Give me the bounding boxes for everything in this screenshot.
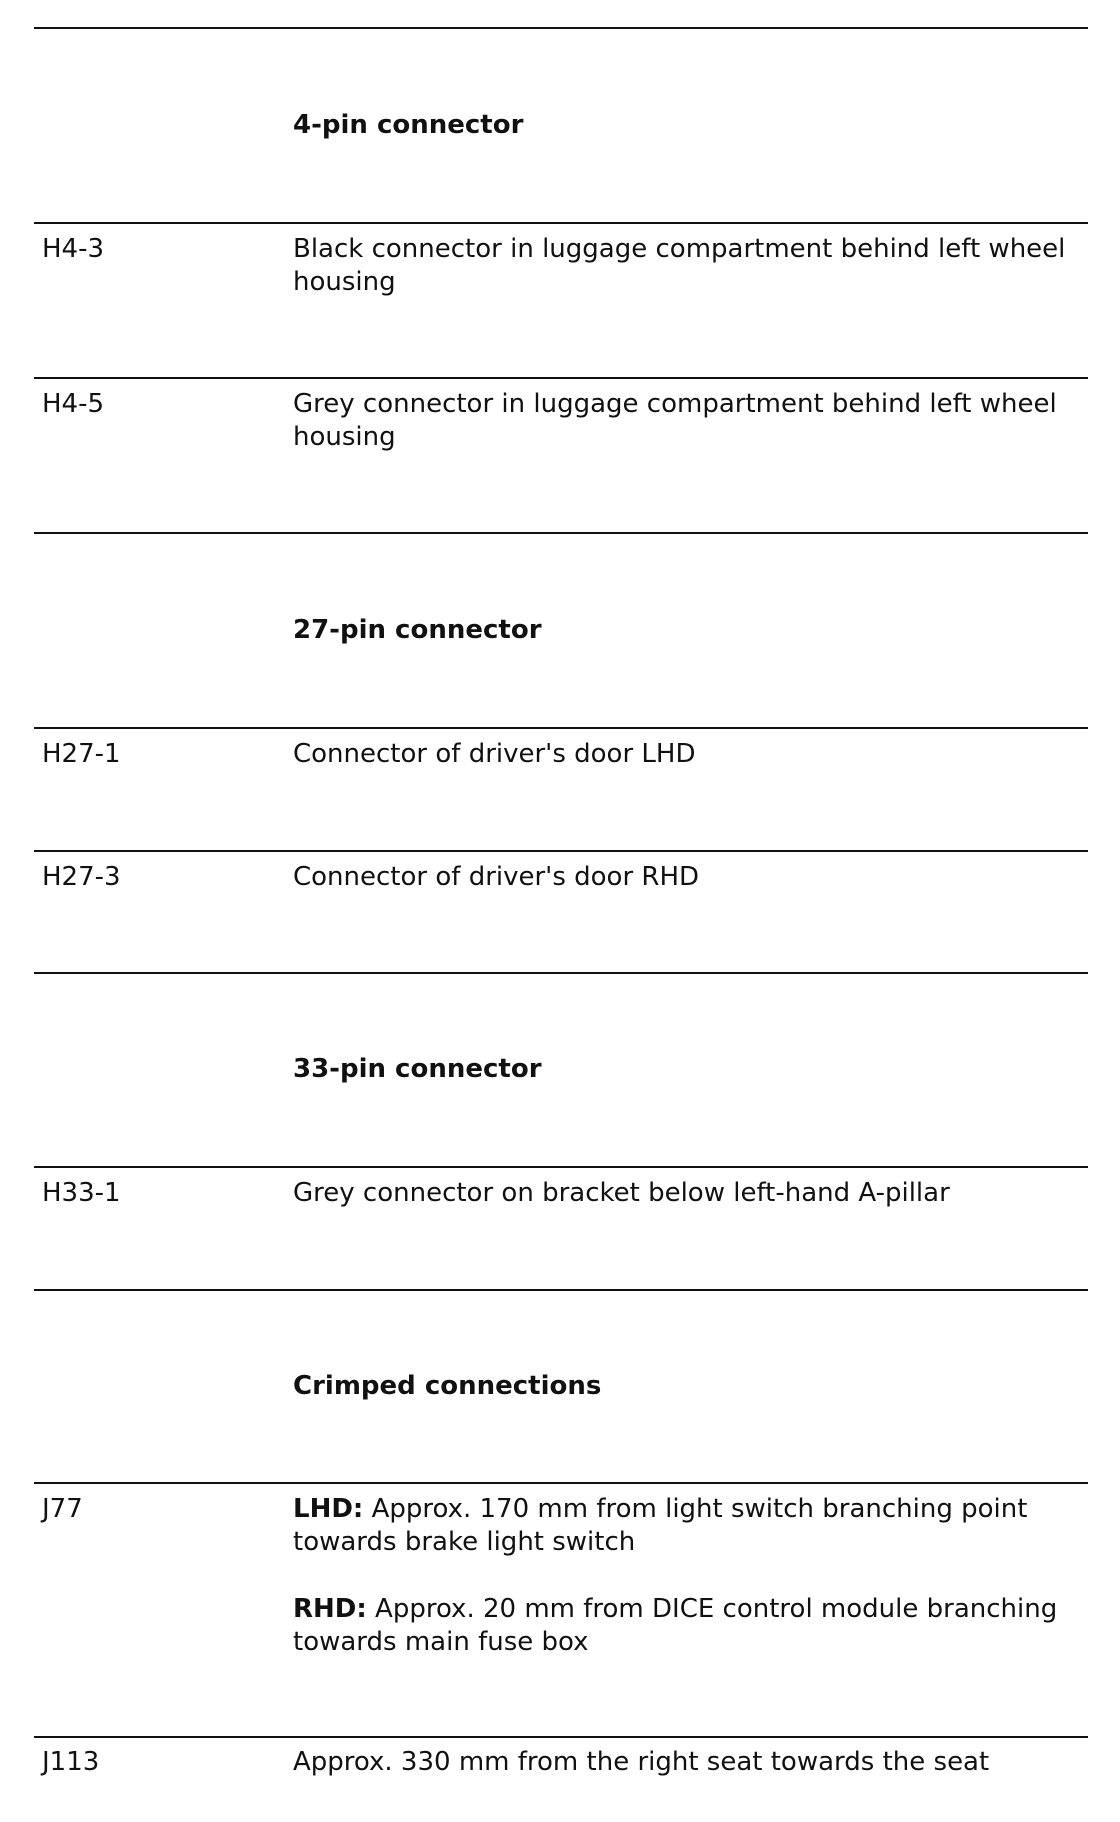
connector-location: Black connector in luggage compartment b… (293, 234, 1066, 297)
connector-location: Connector of driver's door RHD (293, 862, 700, 892)
section-heading: 33-pin connector (293, 1054, 542, 1084)
connector-code: H33-1 (42, 1178, 121, 1208)
rhd-note: RHD: Approx. 20 mm from DICE control mod… (293, 1593, 1093, 1659)
rhd-label: RHD: (293, 1594, 367, 1624)
connector-code: H4-3 (42, 234, 105, 264)
divider (34, 532, 1088, 534)
connector-code: H4-5 (42, 389, 105, 419)
section-heading: Crimped connections (293, 1371, 602, 1401)
connector-location: Approx. 330 mm from the right seat towar… (293, 1747, 990, 1777)
section-heading: 27-pin connector (293, 615, 542, 645)
lhd-label: LHD: (293, 1494, 364, 1524)
divider (34, 27, 1088, 29)
connector-location: LHD: Approx. 170 mm from light switch br… (293, 1493, 1093, 1659)
lhd-text: Approx. 170 mm from light switch branchi… (293, 1494, 1028, 1557)
rhd-text: Approx. 20 mm from DICE control module b… (293, 1594, 1058, 1657)
divider (34, 1166, 1088, 1168)
divider (34, 850, 1088, 852)
divider (34, 1736, 1088, 1738)
section-heading: 4-pin connector (293, 110, 524, 140)
divider (34, 1289, 1088, 1291)
connector-code: J113 (42, 1747, 100, 1777)
divider (34, 972, 1088, 974)
connector-code: H27-3 (42, 862, 121, 892)
divider (34, 377, 1088, 379)
connector-location: Grey connector in luggage compartment be… (293, 389, 1057, 452)
lhd-note: LHD: Approx. 170 mm from light switch br… (293, 1493, 1093, 1559)
divider (34, 727, 1088, 729)
connector-location: Grey connector on bracket below left-han… (293, 1178, 950, 1208)
connector-location: Connector of driver's door LHD (293, 739, 696, 769)
connector-code: J77 (42, 1494, 83, 1524)
connector-code: H27-1 (42, 739, 121, 769)
divider (34, 222, 1088, 224)
divider (34, 1482, 1088, 1484)
